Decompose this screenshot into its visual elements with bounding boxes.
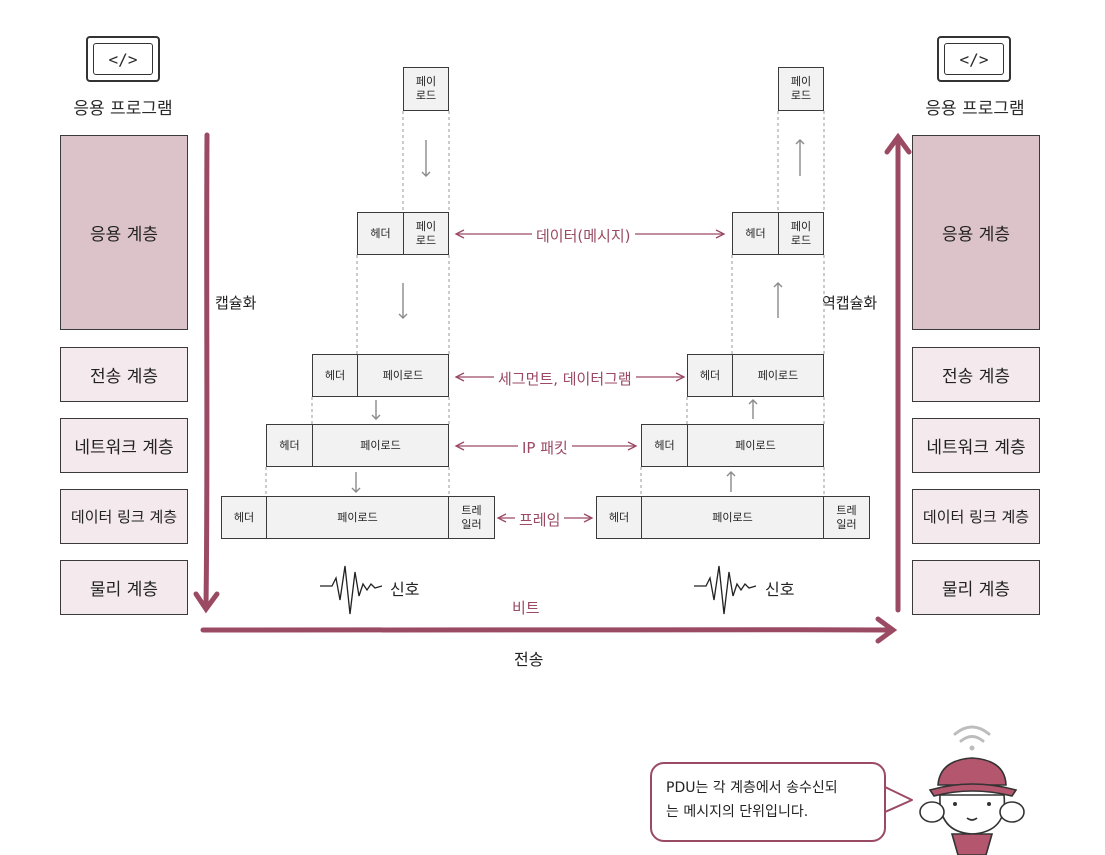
transmission-arrow [200,616,898,644]
character-icon [919,757,1025,855]
right-monitor-icon: </> [937,36,1011,82]
left-app-payload-only: 페이 로드 [403,67,449,111]
left-layer-physical: 물리 계층 [60,560,188,615]
left-frame-trailer: 트레 일러 [448,496,495,539]
right-layer-physical: 물리 계층 [912,560,1040,615]
right-frame-trailer: 트레 일러 [823,496,870,539]
right-up-arrows [726,139,805,492]
encapsulation-label: 캡슐화 [215,294,257,312]
right-signal-label: 신호 [765,580,795,599]
right-monitor-code: </> [944,43,1004,75]
left-layer-application: 응용 계층 [60,135,188,330]
left-app-payload: 페이 로드 [403,212,449,255]
right-app-payload: 페이 로드 [778,212,824,255]
right-layer-network: 네트워크 계층 [912,418,1040,473]
left-frame-payload: 페이로드 [266,496,449,539]
bubble-line-1: PDU는 각 계층에서 송수신되 [666,780,838,796]
left-frame-header: 헤더 [221,496,267,539]
right-transport-payload: 페이로드 [732,354,824,397]
pdu-label-transport: 세그먼트, 데이터그램 [494,368,636,389]
right-dashed-guides [640,111,825,496]
pdu-label-application: 데이터(메시지) [532,225,635,246]
bubble-line-2: 는 메시지의 단위입니다. [666,804,809,820]
left-layer-datalink: 데이터 링크 계층 [60,489,188,544]
pdu-label-datalink: 프레임 [515,509,565,530]
decapsulation-label: 역캡슐화 [822,294,878,312]
right-program-label: 응용 프로그램 [925,99,1025,119]
left-dashed-guides [265,111,450,496]
left-monitor-icon: </> [86,36,160,82]
bit-label: 비트 [512,599,540,617]
left-app-header: 헤더 [357,212,404,255]
left-signal-wave-icon [320,565,383,615]
right-layer-datalink: 데이터 링크 계층 [912,489,1040,544]
right-app-payload-only: 페이 로드 [778,67,824,111]
right-network-header: 헤더 [641,424,688,467]
left-layer-network: 네트워크 계층 [60,418,188,473]
left-signal-label: 신호 [390,580,420,599]
right-transport-header: 헤더 [687,354,733,397]
right-layer-application: 응용 계층 [912,135,1040,330]
speech-bubble: PDU는 각 계층에서 송수신되 는 메시지의 단위입니다. [650,762,886,842]
encapsulation-arrow [193,132,220,614]
left-transport-header: 헤더 [312,354,358,397]
right-layer-transport: 전송 계층 [912,347,1040,402]
transmission-label: 전송 [514,650,544,669]
left-monitor-code: </> [93,43,153,75]
right-app-header: 헤더 [732,212,779,255]
decapsulation-arrow [884,132,912,613]
left-transport-payload: 페이로드 [357,354,449,397]
left-network-header: 헤더 [266,424,313,467]
right-signal-wave-icon [694,565,757,615]
right-network-payload: 페이로드 [687,424,824,467]
left-layer-transport: 전송 계층 [60,347,188,402]
right-frame-header: 헤더 [596,496,642,539]
left-program-label: 응용 프로그램 [73,99,173,119]
right-frame-payload: 페이로드 [641,496,824,539]
pdu-label-network: IP 패킷 [518,437,572,458]
left-network-payload: 페이로드 [312,424,449,467]
bubble-tail [884,786,913,813]
left-down-arrows [351,140,431,493]
wifi-icon [953,725,991,751]
